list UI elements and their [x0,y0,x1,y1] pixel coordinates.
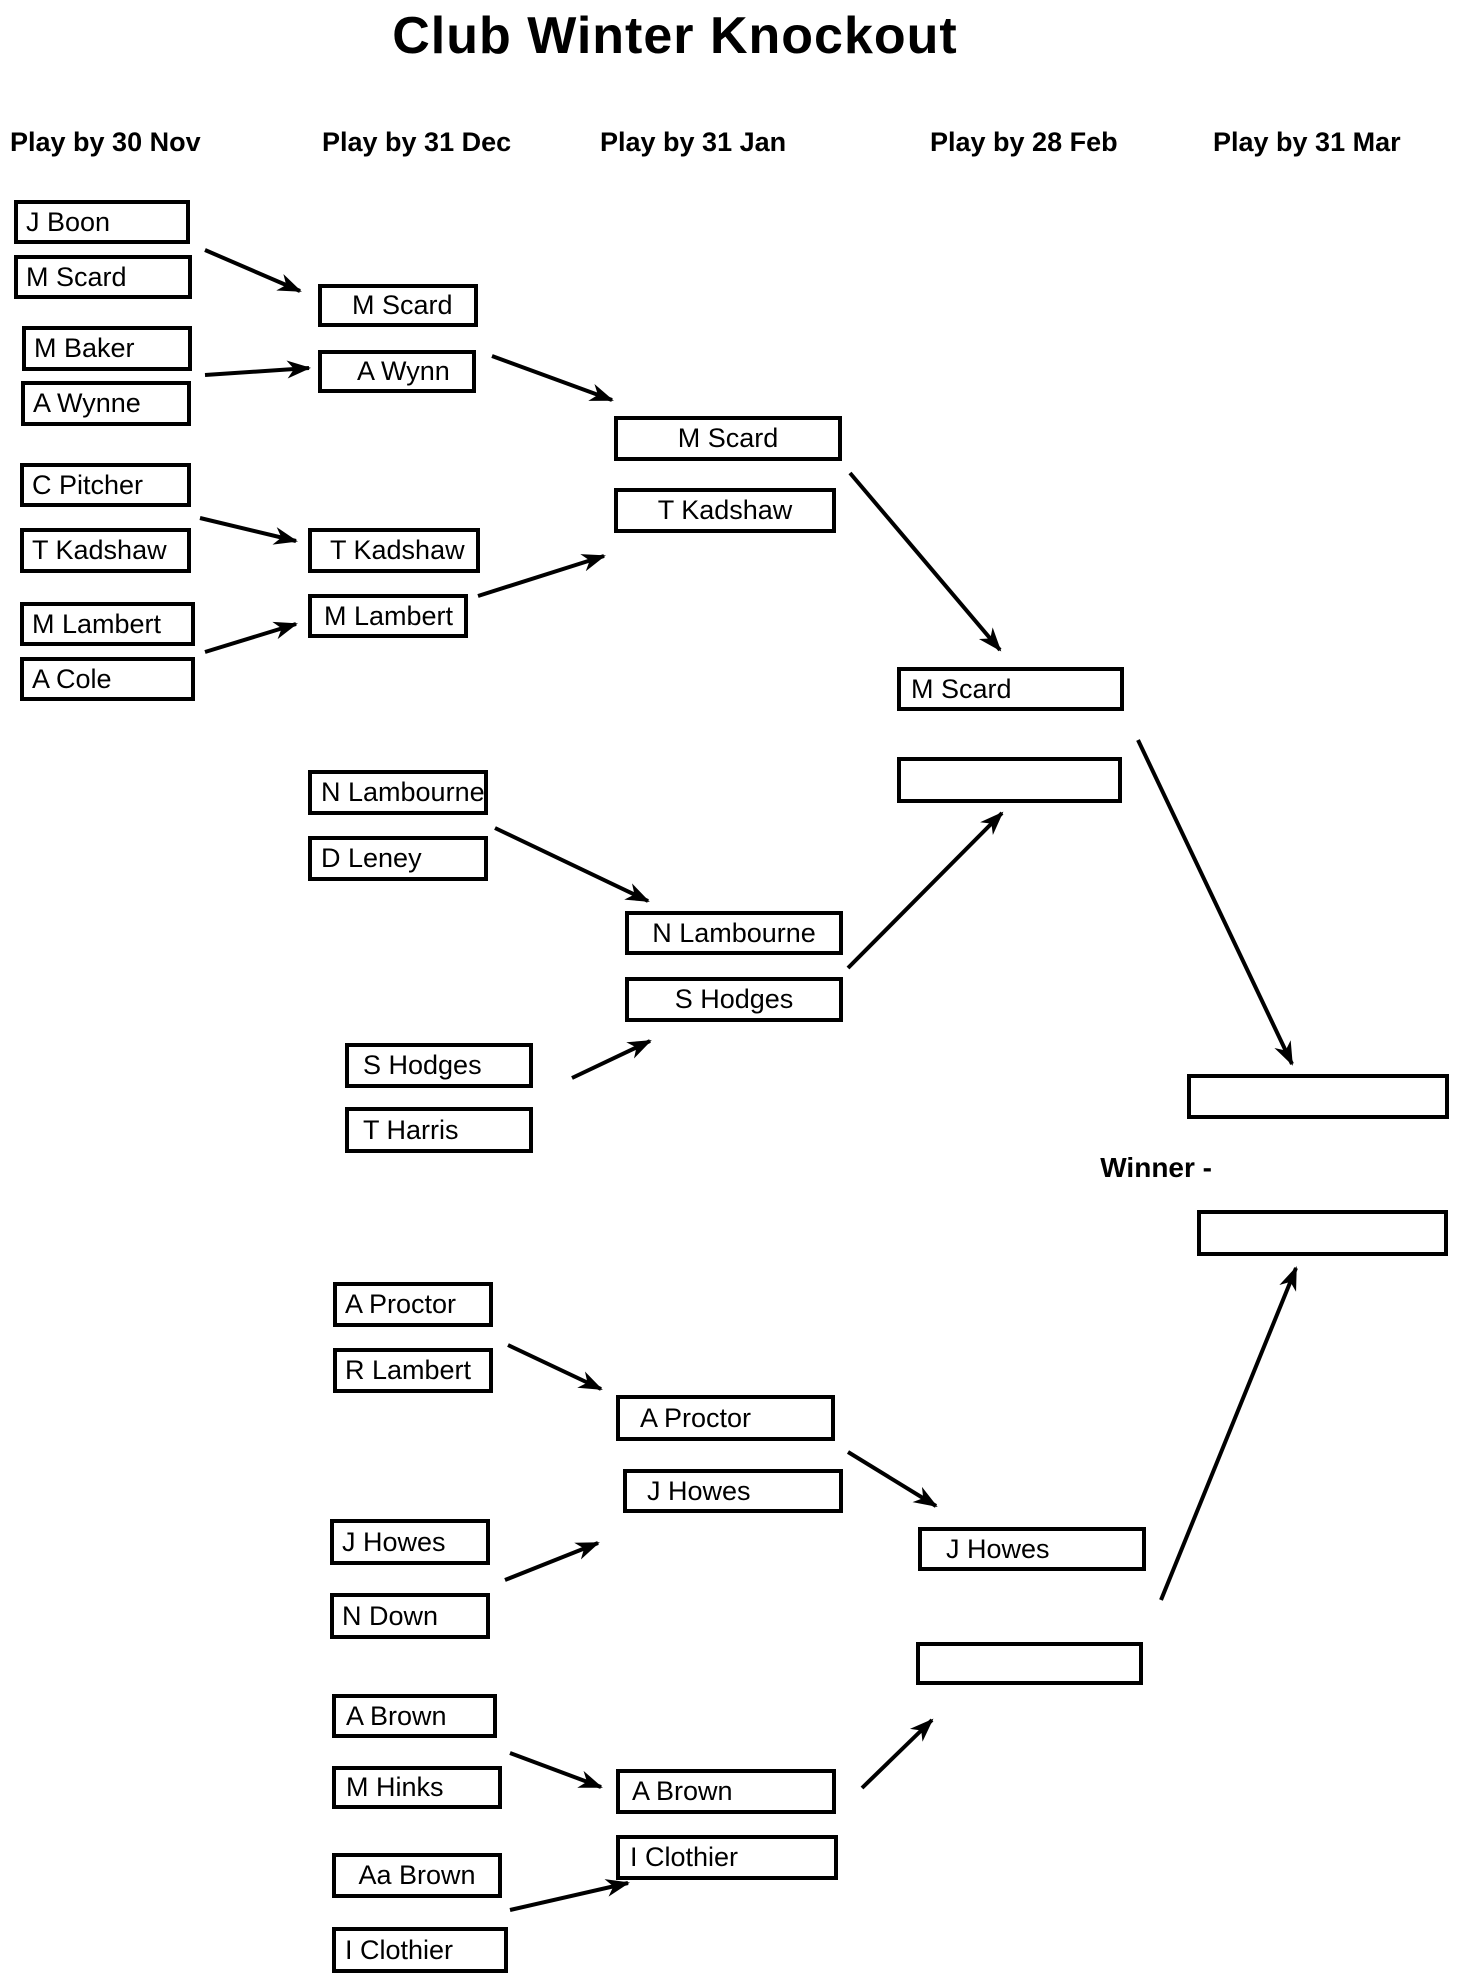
box-r3-m-scard: M Scard [614,416,842,461]
box-r2-t-harris: T Harris [345,1107,533,1153]
box-final-slot-top [1187,1074,1449,1119]
arrow [491,354,614,402]
box-r1-a-cole: A Cole [20,657,195,701]
box-r1-m-scard: M Scard [14,255,192,299]
page-title: Club Winter Knockout [392,7,958,65]
box-r4-m-scard: M Scard [897,667,1124,711]
column-header-28-feb: Play by 28 Feb [930,127,1118,157]
box-r2-a-proctor: A Proctor [333,1282,493,1327]
box-r1-m-lambert: M Lambert [20,602,195,646]
arrow [1136,739,1294,1066]
box-r3-j-howes: J Howes [623,1469,843,1513]
column-header-31-jan: Play by 31 Jan [600,127,787,157]
box-r3-n-lambourne: N Lambourne [625,911,843,955]
box-r3-i-clothier: I Clothier [616,1835,838,1880]
box-r1-j-boon: J Boon [14,200,190,244]
box-final-slot-bottom [1197,1210,1448,1256]
arrow [1159,1266,1298,1601]
box-r3-t-kadshaw: T Kadshaw [614,488,836,533]
arrow [204,360,311,379]
box-r2-r-lambert: R Lambert [333,1348,493,1393]
box-r3-s-hodges: S Hodges [625,977,843,1022]
box-r2-aa-brown: Aa Brown [332,1853,502,1898]
box-r1-m-baker: M Baker [22,326,192,371]
box-r2-s-hodges: S Hodges [345,1043,533,1088]
arrow [494,826,650,903]
arrow [477,554,606,598]
column-header-31-dec: Play by 31 Dec [322,127,512,157]
winner-label: Winner - [1100,1152,1212,1183]
arrow [507,1343,603,1391]
box-r2-m-scard: M Scard [318,284,478,327]
arrow [204,621,298,654]
box-r2-a-wynn: A Wynn [318,350,476,393]
box-r3-a-brown: A Brown [616,1769,836,1814]
arrow [571,1039,652,1080]
arrow [846,1450,938,1508]
arrow [860,1718,934,1790]
box-r1-a-wynne: A Wynne [21,381,191,426]
box-r3-a-proctor: A Proctor [616,1395,835,1441]
box-r2-n-lambourne: N Lambourne [308,770,488,815]
column-header-31-mar: Play by 31 Mar [1213,127,1401,157]
arrow [199,516,298,545]
arrow [509,1751,603,1789]
box-r4-j-howes: J Howes [918,1527,1146,1571]
box-r2-m-lambert: M Lambert [308,594,468,638]
box-r2-t-kadshaw: T Kadshaw [308,528,480,573]
box-r1-t-kadshaw: T Kadshaw [20,528,191,573]
column-header-30-nov: Play by 30 Nov [10,127,201,157]
arrow [509,1879,630,1912]
arrow [848,471,1002,652]
box-r2-i-clothier: I Clothier [332,1927,508,1973]
box-r2-n-down: N Down [330,1593,490,1639]
box-r1-c-pitcher: C Pitcher [20,463,191,507]
box-r4-empty-slot-bottom [916,1642,1143,1685]
box-r2-a-brown: A Brown [332,1694,497,1738]
arrow [504,1541,600,1582]
box-r2-m-hinks: M Hinks [332,1766,502,1809]
box-r4-empty-slot-top [897,757,1122,803]
arrow [846,811,1004,970]
box-r2-d-leney: D Leney [308,836,488,881]
box-r2-j-howes: J Howes [330,1519,490,1565]
arrow [204,248,302,293]
